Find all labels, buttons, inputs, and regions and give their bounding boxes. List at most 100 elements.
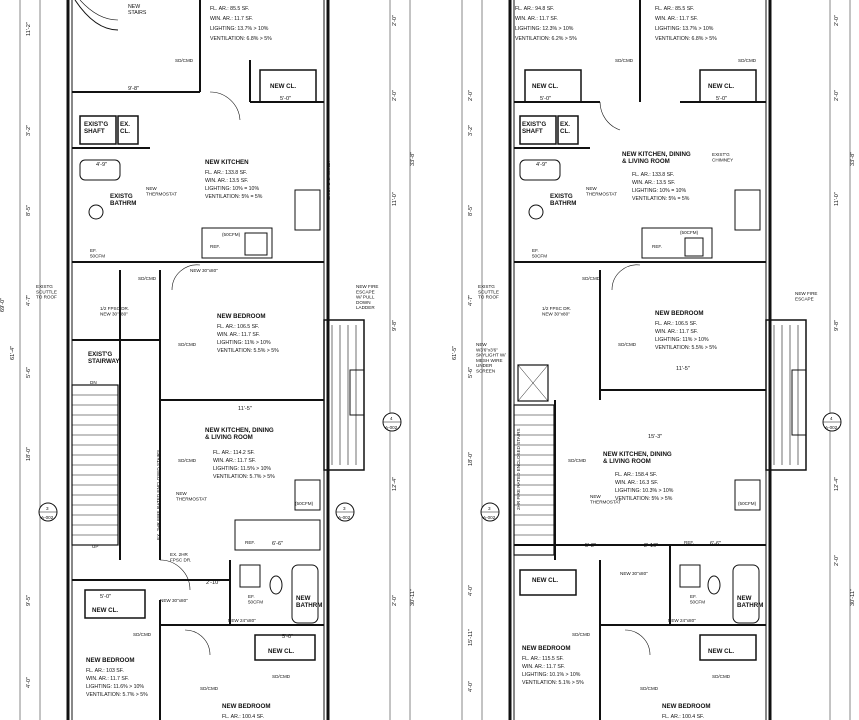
right-floor-plan [461, 0, 851, 720]
svg-text:WIN. AR.: 11.7 SF.: WIN. AR.: 11.7 SF. [655, 329, 698, 335]
svg-text:SD/CMD: SD/CMD [712, 674, 731, 679]
label-dn: DN [90, 380, 97, 385]
svg-text:5'-6": 5'-6" [26, 367, 32, 378]
svg-text:4: 4 [830, 416, 833, 421]
dim-6-6: 6'-6" [272, 541, 283, 547]
svg-text:11'-5": 11'-5" [676, 366, 690, 372]
svg-text:WIN. AR.: 11.7 SF.: WIN. AR.: 11.7 SF. [515, 16, 558, 22]
svg-text:33'-8": 33'-8" [410, 152, 416, 166]
svg-text:2'-0": 2'-0" [468, 90, 474, 101]
stats-top-left-3: LIGHTING: 13.7% > 10% [210, 26, 269, 32]
section-marker-4: 4 A-002 [382, 412, 402, 432]
svg-text:(50CFM): (50CFM) [680, 230, 699, 235]
label-new-bedroom: NEW BEDROOM [217, 313, 265, 320]
svg-text:NEW 24"x80": NEW 24"x80" [668, 618, 696, 623]
svg-text:REF.: REF. [652, 244, 662, 249]
svg-text:SD/CMD: SD/CMD [738, 58, 757, 63]
stats-living-3: LIGHTING: 11.5% > 10% [213, 466, 271, 472]
svg-text:12'-4": 12'-4" [392, 477, 398, 491]
svg-text:A-002: A-002 [825, 425, 838, 430]
svg-text:1/2 FPSC DR.NEW 30"x80": 1/2 FPSC DR.NEW 30"x80" [542, 306, 571, 316]
label-50cfm-2: (50CFM) [295, 501, 314, 506]
stats-bedroom-1: FL. AR.: 106.5 SF. [217, 324, 259, 330]
label-ef-2: EF.50CFM [248, 594, 263, 604]
svg-text:3: 3 [46, 506, 49, 511]
svg-text:WIN. AR.: 13.5 SF.: WIN. AR.: 13.5 SF. [632, 180, 675, 186]
stats-living-2: WIN. AR.: 11.7 SF. [213, 458, 256, 464]
svg-text:FL. AR.: 158.4 SF.: FL. AR.: 158.4 SF. [615, 472, 657, 478]
dim-5-0-top: 5'-0" [280, 96, 291, 102]
svg-text:EX.CL.: EX.CL. [560, 121, 570, 135]
svg-text:15'-11": 15'-11" [468, 629, 474, 646]
svg-text:SD/CMD: SD/CMD [582, 276, 601, 281]
stats-bedroom2-1: FL. AR.: 103 SF. [86, 668, 124, 674]
svg-text:9'-5": 9'-5" [26, 595, 32, 606]
left-floor-plan [19, 0, 411, 720]
label-new-cl-mid: NEW CL. [92, 607, 118, 614]
svg-text:30'-11": 30'-11" [850, 589, 856, 606]
svg-text:VENTILATION: 5% = 5%: VENTILATION: 5% = 5% [632, 196, 690, 202]
svg-text:EF.50CFM: EF.50CFM [532, 248, 547, 258]
svg-text:8'-5": 8'-5" [468, 205, 474, 216]
dim-11-5: 11'-5" [238, 406, 252, 412]
svg-text:FL. AR.: 100.4 SF.: FL. AR.: 100.4 SF. [662, 714, 704, 720]
svg-text:2'-0": 2'-0" [834, 15, 840, 26]
svg-text:LIGHTING: 13.7% > 10%: LIGHTING: 13.7% > 10% [655, 26, 714, 32]
svg-text:EF.50CFM: EF.50CFM [690, 594, 705, 604]
svg-text:LIGHTING: 11% > 10%: LIGHTING: 11% > 10% [655, 337, 709, 343]
dim-2-10: 2'-10" [206, 580, 220, 586]
svg-text:FL. AR.: 106.5 SF.: FL. AR.: 106.5 SF. [655, 321, 697, 327]
svg-text:2'-0": 2'-0" [834, 90, 840, 101]
svg-text:4'-9": 4'-9" [536, 162, 547, 168]
svg-text:2'-0": 2'-0" [834, 555, 840, 566]
svg-text:A-002: A-002 [483, 515, 496, 520]
svg-text:VENTILATION: 6.8% > 5%: VENTILATION: 6.8% > 5% [655, 36, 717, 42]
stats-kitchen-4: VENTILATION: 5% = 5% [205, 194, 263, 200]
svg-text:11'-0": 11'-0" [392, 192, 398, 206]
svg-text:5'-0": 5'-0" [540, 96, 551, 102]
stats-bedroom2-3: LIGHTING: 11.6% > 10% [86, 684, 144, 690]
label-exist-chimney: EXIST'G CHIMNEY [326, 160, 331, 200]
svg-text:30'-11": 30'-11" [410, 589, 416, 606]
label-new-kitchen: NEW KITCHEN [205, 159, 249, 166]
svg-text:5'-6": 5'-6" [468, 367, 474, 378]
label-new-bedroom-2: NEW BEDROOM [86, 657, 134, 664]
dim-9-8: 9'-8" [128, 86, 139, 92]
section-marker-3: 3 A-002 [38, 502, 58, 522]
svg-text:FL. AR.: 115.5 SF.: FL. AR.: 115.5 SF. [522, 656, 564, 662]
stats-bedroom2-4: VENTILATION: 5.7% > 5% [86, 692, 148, 698]
svg-text:5'-0": 5'-0" [716, 96, 727, 102]
svg-text:11'-2": 11'-2" [26, 22, 32, 36]
right-stair-treads [513, 404, 555, 556]
svg-text:NEW BEDROOM: NEW BEDROOM [662, 703, 710, 710]
label-ref-2: REF. [245, 540, 255, 545]
svg-text:9'-8": 9'-8" [392, 320, 398, 331]
svg-text:4'-0": 4'-0" [468, 585, 474, 596]
svg-text:4'-0": 4'-0" [26, 677, 32, 688]
svg-text:A-002: A-002 [338, 515, 351, 520]
svg-text:2'-0": 2'-0" [392, 90, 398, 101]
svg-text:61'-5": 61'-5" [452, 346, 458, 360]
svg-text:33'-8": 33'-8" [850, 152, 856, 166]
sd-cmd-5: SD/CMD [133, 632, 152, 637]
svg-text:WIN. AR.: 11.7 SF.: WIN. AR.: 11.7 SF. [522, 664, 565, 670]
svg-text:NEW 30"x80": NEW 30"x80" [620, 571, 648, 576]
right-section-marker-3: 3 A-002 [480, 502, 500, 522]
sd-cmd-2: SD/CMD [138, 276, 157, 281]
stats-kitchen-1: FL. AR.: 133.8 SF. [205, 170, 247, 176]
svg-text:4'-7": 4'-7" [468, 295, 474, 306]
svg-text:VENTILATION: 5% > 5%: VENTILATION: 5% > 5% [615, 496, 673, 502]
right-kitchen-title: NEW KITCHEN, DINING& LIVING ROOM [622, 151, 691, 165]
